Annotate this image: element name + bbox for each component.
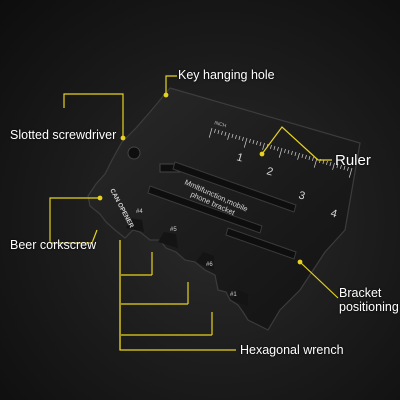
label-bracket-line1: Bracket <box>339 286 382 300</box>
ruler-tick <box>284 148 286 153</box>
ruler-tick <box>231 133 234 138</box>
ruler-tick <box>235 134 237 139</box>
ruler-tick <box>297 152 300 160</box>
hex-size-3: #6 <box>206 262 213 268</box>
ruler-tick <box>340 164 342 169</box>
ruler-tick <box>238 135 241 140</box>
label-bracket-line2: positioning <box>339 300 399 314</box>
callout-line-key-hole <box>165 75 177 95</box>
ruler-tick <box>336 163 339 168</box>
hex-notch-4 <box>232 290 248 306</box>
ruler-tick <box>262 142 265 150</box>
callout-line-ruler <box>261 126 332 161</box>
hex-size-2: #5 <box>170 227 177 233</box>
ruler-tick <box>252 139 255 144</box>
hex-notch-2 <box>158 232 178 248</box>
ruler-number-2: 2 <box>265 165 274 178</box>
label-bracket-positioning: Bracket positioning <box>339 286 400 314</box>
ruler-tick <box>312 156 314 161</box>
callout-line-bracket <box>299 261 339 299</box>
ruler-tick <box>259 141 262 146</box>
label-key-hanging-hole: Key hanging hole <box>178 68 275 82</box>
label-ruler: Ruler <box>335 152 371 169</box>
callout-dot-key-hole <box>163 92 169 98</box>
ruler-tick <box>221 130 223 135</box>
key-hanging-hole <box>127 146 141 160</box>
hex-size-1: #4 <box>136 209 143 215</box>
ruler-tick <box>305 154 307 159</box>
ruler-tick <box>313 157 318 168</box>
ruler-tick <box>256 140 258 145</box>
ruler-tick <box>308 155 311 160</box>
bracket-slot-lower <box>225 227 297 260</box>
ruler-tick <box>343 165 346 170</box>
ruler-number-4: 4 <box>329 207 338 220</box>
ruler-tick <box>287 149 290 154</box>
ruler-tick <box>270 144 272 149</box>
ruler-tick <box>242 136 244 141</box>
ruler-tick <box>249 138 251 143</box>
hex-notch-3 <box>196 252 214 270</box>
ruler-tick <box>301 153 304 158</box>
bracket-slot-mid <box>147 185 263 234</box>
ruler-ticks <box>208 127 353 178</box>
callout-dot-bracket <box>297 259 303 265</box>
hex-notch-1 <box>126 218 144 232</box>
callout-line-corkscrew <box>49 197 100 243</box>
ruler-tick <box>332 162 335 170</box>
bracket-slot-upper <box>172 161 297 213</box>
ruler-tick <box>214 128 216 133</box>
ruler-tick <box>326 160 328 165</box>
ruler-tick <box>329 161 332 166</box>
ruler-number-1: 1 <box>235 151 244 164</box>
callout-dot-ruler <box>259 151 265 157</box>
ruler-number-3: 3 <box>297 189 306 202</box>
ruler-tick <box>278 147 283 158</box>
ruler-tick <box>227 132 230 140</box>
label-slotted-screwdriver: Slotted screwdriver <box>10 128 117 142</box>
ruler-tick <box>291 150 293 155</box>
ruler-tick <box>277 146 279 151</box>
callout-line-screwdriver <box>63 93 124 138</box>
ruler-tick <box>273 145 276 150</box>
ruler-numbers: 1 2 3 4 <box>235 151 338 220</box>
ruler-tick <box>217 129 220 134</box>
ruler-tick <box>208 127 213 138</box>
ruler-tick <box>243 137 248 148</box>
label-hexagonal-wrench: Hexagonal wrench <box>240 343 344 357</box>
ruler-tick <box>294 151 297 156</box>
multitool-card <box>87 87 361 331</box>
label-beer-corkscrew: Beer corkscrew <box>10 238 97 252</box>
ruler-tick <box>224 131 227 136</box>
hex-size-4: #1 <box>230 292 237 298</box>
ruler-tick <box>348 167 353 178</box>
callout-dot-corkscrew <box>97 195 103 201</box>
callout-dot-screwdriver <box>120 135 126 141</box>
callout-line-corkscrew-2 <box>50 229 98 244</box>
ruler-unit: INCH <box>213 120 227 129</box>
ruler-tick <box>347 166 349 171</box>
ruler-tick <box>322 159 325 164</box>
